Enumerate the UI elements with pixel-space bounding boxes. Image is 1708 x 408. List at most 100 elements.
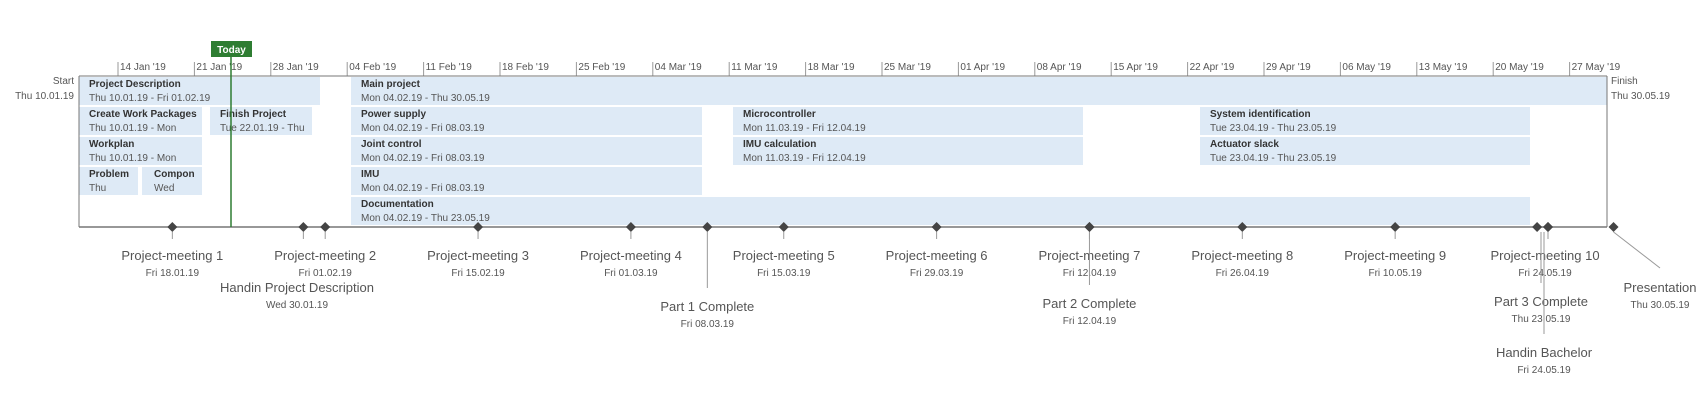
task-name: Finish Project bbox=[220, 109, 287, 120]
start-label: Start bbox=[53, 76, 74, 87]
task-name: Documentation bbox=[361, 199, 434, 210]
milestone-diamond bbox=[778, 222, 789, 232]
milestone-name: Project-meeting 8 bbox=[1191, 248, 1293, 263]
task-bar-fill bbox=[79, 107, 202, 135]
task-bar-fill bbox=[351, 167, 702, 195]
task-name: IMU calculation bbox=[743, 139, 816, 150]
task-dates: Thu 10.01.19 - Fri 01.02.19 bbox=[89, 93, 211, 104]
milestone-project-meeting-6: Project-meeting 6 Fri 29.03.19 bbox=[886, 222, 988, 279]
milestone-name: Presentation bbox=[1624, 280, 1697, 295]
milestone-date: Fri 26.04.19 bbox=[1216, 268, 1270, 279]
task-bar-fill bbox=[79, 167, 138, 195]
task-name: IMU bbox=[361, 169, 379, 180]
task-dates: Wed bbox=[154, 183, 174, 194]
milestone-project-meeting-1: Project-meeting 1 Fri 18.01.19 bbox=[121, 222, 223, 279]
task-bar-fill bbox=[1200, 107, 1530, 135]
milestone-project-meeting-8: Project-meeting 8 Fri 26.04.19 bbox=[1191, 222, 1293, 279]
task-dates: Tue 22.01.19 - Thu bbox=[220, 123, 305, 134]
milestone-name: Project-meeting 1 bbox=[121, 248, 223, 263]
milestone-date: Fri 08.03.19 bbox=[681, 319, 735, 330]
axis-tick-label: 27 May '19 bbox=[1572, 62, 1621, 73]
milestone-diamond bbox=[1390, 222, 1401, 232]
task-bar-fill bbox=[79, 137, 202, 165]
milestone-date: Fri 24.05.19 bbox=[1518, 268, 1572, 279]
axis-tick-label: 04 Feb '19 bbox=[349, 62, 396, 73]
task-bar-imu: IMU Mon 04.02.19 - Fri 08.03.19 bbox=[351, 167, 702, 195]
milestone-leader bbox=[1613, 231, 1661, 269]
task-name: Joint control bbox=[361, 139, 422, 150]
milestone-diamond bbox=[702, 222, 713, 232]
task-dates: Mon 04.02.19 - Fri 08.03.19 bbox=[361, 153, 485, 164]
milestone-date: Fri 18.01.19 bbox=[146, 268, 200, 279]
axis-tick-label: 25 Feb '19 bbox=[578, 62, 625, 73]
milestone-name: Part 3 Complete bbox=[1494, 294, 1588, 309]
milestone-name: Project-meeting 4 bbox=[580, 248, 682, 263]
task-name: Main project bbox=[361, 79, 421, 90]
milestone-name: Project-meeting 10 bbox=[1490, 248, 1599, 263]
milestone-diamond bbox=[1532, 222, 1543, 232]
task-bar-fill bbox=[142, 167, 202, 195]
milestone-date: Fri 24.05.19 bbox=[1517, 365, 1571, 376]
axis-tick-label: 06 May '19 bbox=[1342, 62, 1391, 73]
task-bar-fill bbox=[351, 107, 702, 135]
task-dates: Tue 23.04.19 - Thu 23.05.19 bbox=[1210, 123, 1337, 134]
milestone-date: Fri 10.05.19 bbox=[1368, 268, 1422, 279]
axis-tick-label: 25 Mar '19 bbox=[884, 62, 931, 73]
task-dates: Mon 04.02.19 - Fri 08.03.19 bbox=[361, 183, 485, 194]
axis-tick-label: 04 Mar '19 bbox=[655, 62, 702, 73]
task-dates: Mon 11.03.19 - Fri 12.04.19 bbox=[743, 123, 866, 134]
axis-tick-label: 28 Jan '19 bbox=[273, 62, 319, 73]
start-date: Thu 10.01.19 bbox=[15, 91, 74, 102]
milestone-date: Fri 01.02.19 bbox=[299, 268, 353, 279]
milestone-date: Fri 15.02.19 bbox=[451, 268, 505, 279]
milestone-date: Fri 29.03.19 bbox=[910, 268, 964, 279]
milestone-diamond bbox=[298, 222, 309, 232]
task-bar-fill bbox=[1200, 137, 1530, 165]
task-dates: Mon 11.03.19 - Fri 12.04.19 bbox=[743, 153, 866, 164]
today-label: Today bbox=[217, 45, 246, 56]
milestone-diamond bbox=[473, 222, 484, 232]
task-name: Actuator slack bbox=[1210, 139, 1279, 150]
axis-tick-label: 15 Apr '19 bbox=[1113, 62, 1158, 73]
task-dates: Mon 04.02.19 - Thu 23.05.19 bbox=[361, 213, 490, 224]
milestone-project-meeting-2: Project-meeting 2 Fri 01.02.19 bbox=[274, 222, 376, 279]
milestone-name: Handin Project Description bbox=[220, 280, 374, 295]
milestone-name: Project-meeting 2 bbox=[274, 248, 376, 263]
milestone-diamond bbox=[320, 222, 331, 232]
task-name: Compon bbox=[154, 169, 195, 180]
axis-tick-label: 11 Feb '19 bbox=[426, 62, 473, 73]
milestone-name: Project-meeting 9 bbox=[1344, 248, 1446, 263]
milestone-date: Wed 30.01.19 bbox=[266, 300, 329, 311]
milestone-diamond bbox=[931, 222, 942, 232]
task-dates: Thu 10.01.19 - Mon bbox=[89, 123, 176, 134]
task-dates: Tue 23.04.19 - Thu 23.05.19 bbox=[1210, 153, 1337, 164]
task-name: Workplan bbox=[89, 139, 134, 150]
axis-tick-label: 21 Jan '19 bbox=[196, 62, 242, 73]
axis-tick-label: 01 Apr '19 bbox=[960, 62, 1005, 73]
axis-tick-label: 20 May '19 bbox=[1495, 62, 1544, 73]
milestone-name: Project-meeting 3 bbox=[427, 248, 529, 263]
milestone-name: Project-meeting 6 bbox=[886, 248, 988, 263]
task-name: System identification bbox=[1210, 109, 1311, 120]
task-name: Power supply bbox=[361, 109, 426, 120]
axis-tick-label: 18 Feb '19 bbox=[502, 62, 549, 73]
axis-tick-label: 22 Apr '19 bbox=[1190, 62, 1235, 73]
task-bar-fill bbox=[351, 137, 702, 165]
axis-tick-label: 11 Mar '19 bbox=[731, 62, 778, 73]
task-name: Microcontroller bbox=[743, 109, 816, 120]
